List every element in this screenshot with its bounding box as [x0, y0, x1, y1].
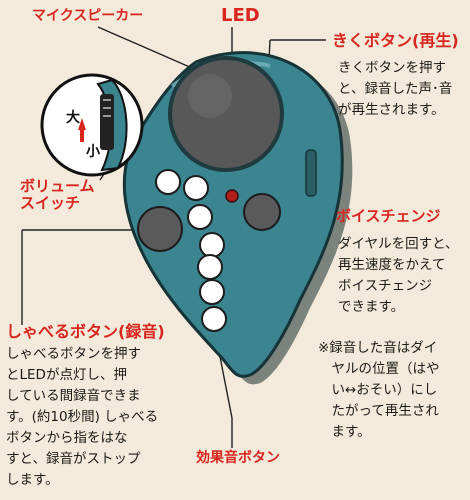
effect-button[interactable] — [199, 232, 225, 258]
voice-change-description: ダイヤルを回すと、 再生速度をかえて ボイスチェンジ できます。 — [338, 236, 459, 315]
listen-button-description: きくボタンを押す と、録音した声･音 が再生されます。 — [338, 60, 453, 118]
volume-low-mark: 小 — [86, 144, 100, 160]
volume-high-mark: 大 — [66, 109, 80, 126]
effect-button[interactable] — [197, 254, 223, 280]
volume-switch[interactable] — [100, 94, 114, 150]
effect-button[interactable] — [201, 306, 227, 332]
listen-button[interactable] — [243, 193, 281, 231]
led-light[interactable] — [225, 189, 239, 203]
voice-note: ※録音した音はダイ ヤルの位置（はや い↔おそい）にし たがって再生され ます。 — [318, 340, 440, 440]
effect-button[interactable] — [199, 279, 225, 305]
speaker-grille — [172, 60, 280, 168]
voice-change-label: ボイスチェンジ — [336, 207, 441, 225]
mic-speaker-label: マイクスピーカー — [32, 8, 144, 24]
led-label: LED — [221, 5, 260, 26]
speaker-sheen — [188, 74, 232, 118]
effect-button[interactable] — [183, 175, 209, 201]
effect-buttons — [155, 169, 227, 332]
effect-button-label: 効果音ボタン — [196, 450, 280, 466]
voice-change-dial[interactable] — [305, 149, 317, 197]
volume-arrow-icon — [78, 118, 86, 142]
talk-button[interactable] — [137, 206, 183, 252]
volume-switch-label: ボリューム スイッチ — [20, 177, 95, 213]
effect-button[interactable] — [155, 169, 181, 195]
talk-button-description: しゃべるボタンを押す とLEDが点灯し、押 している間録音できま す。(約10秒… — [6, 346, 159, 488]
effect-button[interactable] — [187, 204, 213, 230]
talk-button-label: しゃべるボタン(録音) — [6, 322, 165, 341]
listen-button-label: きくボタン(再生) — [332, 31, 459, 50]
